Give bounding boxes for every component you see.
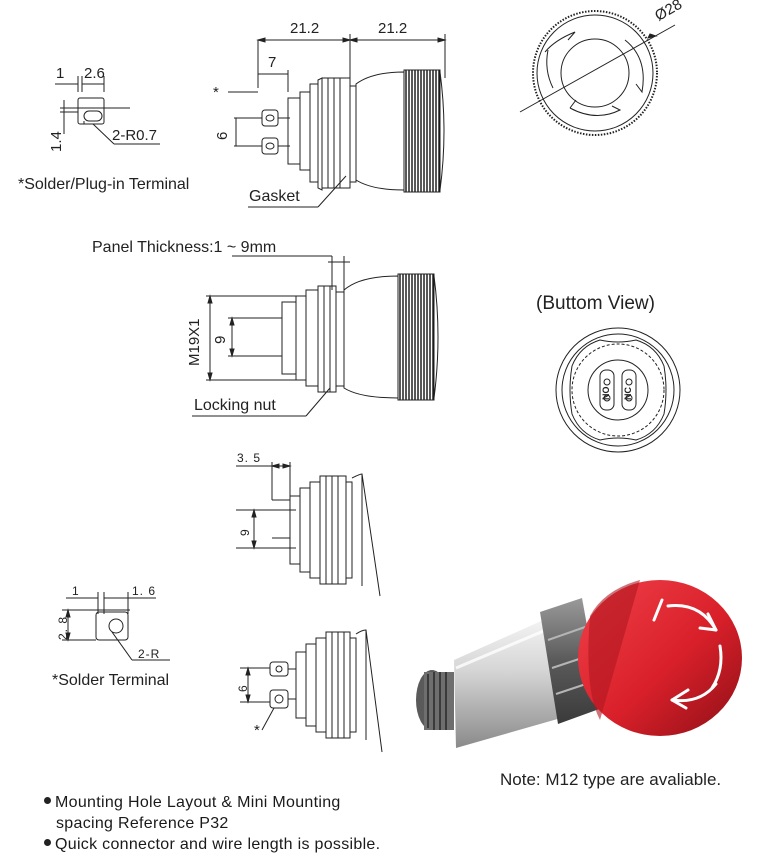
- terminal-detail-top: [55, 76, 160, 145]
- bullet-icon: [44, 839, 51, 847]
- solder-caption: *Solder Terminal: [52, 672, 170, 689]
- solder-dim-1: 1: [72, 584, 80, 598]
- note-3: Quick connector and wire length is possi…: [44, 834, 380, 855]
- dim-7: 7: [268, 54, 277, 71]
- solder-detail: [62, 592, 170, 661]
- solder-plugin-caption: *Solder/Plug-in Terminal: [18, 176, 190, 193]
- dim-3-5: 3. 5: [237, 451, 262, 465]
- bullet-icon: [44, 797, 51, 805]
- solder-dim-2-8: 2. 8: [56, 615, 70, 640]
- dim-9-panel: 9: [212, 335, 229, 344]
- dim-2-6: 2.6: [84, 65, 105, 82]
- dim-1: 1: [56, 65, 65, 82]
- solder-dim-radius: 2-R: [138, 647, 161, 661]
- notes: Mounting Hole Layout & Mini Mounting spa…: [44, 792, 380, 855]
- dim-6: 6: [214, 131, 231, 140]
- terminal-no-label: NO: [601, 386, 611, 401]
- m12-note: Note: M12 type are avaliable.: [500, 770, 722, 789]
- dim-21-2-right: 21.2: [378, 20, 408, 37]
- dim-21-2-left: 21.2: [290, 20, 320, 37]
- top-view: [519, 10, 676, 136]
- note-1: Mounting Hole Layout & Mini Mounting: [44, 792, 380, 813]
- dim-1-4: 1.4: [48, 131, 65, 152]
- dim-9-plug: 9: [238, 528, 252, 536]
- thread-label: M19X1: [186, 318, 203, 366]
- solder-star: *: [254, 722, 260, 739]
- side-view-top: [228, 34, 447, 208]
- plug-view: [236, 462, 381, 597]
- bottom-view: [555, 327, 681, 453]
- product-photo: [416, 580, 742, 748]
- panel-view: [192, 255, 439, 417]
- note-2: spacing Reference P32: [56, 815, 229, 832]
- solder-dim-6: 6: [236, 684, 250, 692]
- star-mark: *: [213, 84, 219, 101]
- locking-nut-label: Locking nut: [194, 397, 276, 414]
- bottom-view-title: (Buttom View): [536, 293, 655, 314]
- panel-thickness-label: Panel Thickness:1 ~ 9mm: [92, 239, 277, 256]
- gasket-label: Gasket: [249, 188, 300, 205]
- dim-radius: 2-R0.7: [112, 127, 158, 144]
- solder-view: [240, 629, 383, 753]
- solder-dim-1-6: 1. 6: [132, 584, 157, 598]
- terminal-nc-label: NC: [623, 387, 633, 400]
